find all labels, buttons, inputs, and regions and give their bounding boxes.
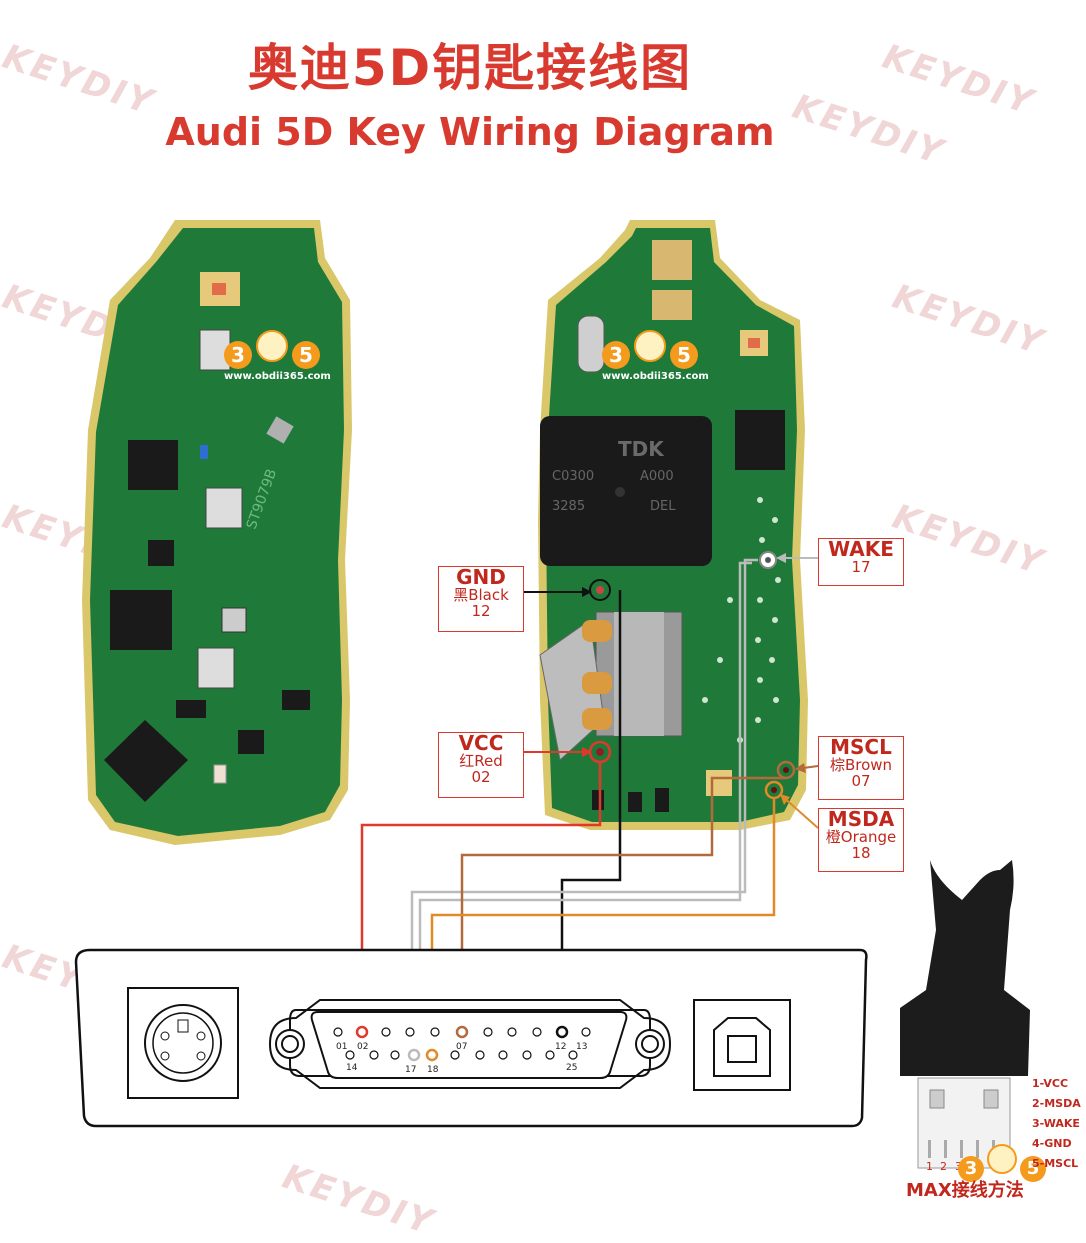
vcc-color: 红Red <box>459 752 503 770</box>
wake-pin: 17 <box>851 558 871 576</box>
msda-pin: 18 <box>851 843 871 862</box>
chip-code: A000 <box>640 469 674 484</box>
max-cable: 1 2 3 <box>900 860 1030 1173</box>
connector-pin-label: 18 <box>427 1065 439 1075</box>
gnd-pin: 12 <box>471 601 491 620</box>
msda-color: 橙Orange <box>825 828 897 846</box>
wire-vcc <box>360 762 602 1030</box>
vcc-label: VCC 红Red 02 <box>438 732 524 798</box>
chip-code: DEL <box>650 499 676 514</box>
max-pin-number: 2 <box>940 1160 947 1173</box>
mscl-color: 棕Brown <box>829 756 893 774</box>
max-pin-list: 1-VCC 2-MSDA 3-WAKE 4-GND 5-MSCL <box>1032 1074 1081 1174</box>
connector-pin-label: 17 <box>405 1065 416 1075</box>
msda-signal: MSDA <box>827 807 895 831</box>
logo-url: www.obdii365.com <box>602 371 709 382</box>
wake-signal: WAKE <box>828 537 894 561</box>
chip-code: C0300 <box>552 469 594 484</box>
wake-label: WAKE 17 <box>818 538 904 586</box>
gnd-color: 黑Black <box>453 586 509 604</box>
max-pin-item: 1-VCC <box>1032 1077 1069 1090</box>
max-pin-number: 1 <box>926 1160 933 1173</box>
tdk-module <box>540 416 712 566</box>
wire-mscl <box>460 776 786 1030</box>
connector-pin-label: 01 <box>336 1042 347 1052</box>
chip <box>128 440 178 490</box>
connector-pin-label: 14 <box>346 1063 358 1073</box>
connector-pin-label: 02 <box>357 1042 368 1052</box>
logo-url: www.obdii365.com <box>224 371 331 382</box>
msda-label: MSDA 橙Orange 18 <box>818 808 904 872</box>
gnd-pad <box>589 579 611 601</box>
mscl-signal: MSCL <box>830 735 892 759</box>
chip <box>104 720 188 802</box>
right-pcb-board: TDK C0300 A000 3285 DEL <box>538 220 808 830</box>
connector-pin-label: 07 <box>456 1042 467 1052</box>
max-wiring-title: MAX接线方法 <box>906 1180 1024 1201</box>
contact-pad <box>582 620 612 642</box>
tdk-label: TDK <box>618 437 665 461</box>
db25-connector: 01 02 07 12 13 14 17 18 25 <box>268 999 672 1089</box>
mscl-pin: 07 <box>851 771 871 790</box>
chip <box>110 590 172 650</box>
max-pin-item: 4-GND <box>1032 1137 1072 1150</box>
vcc-signal: VCC <box>458 731 504 755</box>
title-english: Audi 5D Key Wiring Diagram <box>165 110 775 154</box>
gnd-label: GND 黑Black 12 <box>438 566 524 632</box>
connector-pin-label: 25 <box>566 1063 577 1073</box>
msda-arrow <box>781 795 819 829</box>
wire-wake <box>410 558 758 1050</box>
connector-pin-label: 12 <box>555 1042 566 1052</box>
title-chinese: 奥迪5D钥匙接线图 <box>247 39 693 97</box>
max-pin-item: 5-MSCL <box>1032 1157 1079 1170</box>
gnd-signal: GND <box>456 565 506 589</box>
chip-code: 3285 <box>552 499 585 514</box>
left-pcb-board: ST9079B <box>82 220 352 845</box>
max-pin-item: 2-MSDA <box>1032 1097 1081 1110</box>
connector-pin-label: 13 <box>576 1042 587 1052</box>
max-pin-item: 3-WAKE <box>1032 1117 1080 1130</box>
vcc-pin: 02 <box>471 767 491 786</box>
mscl-label: MSCL 棕Brown 07 <box>818 736 904 800</box>
